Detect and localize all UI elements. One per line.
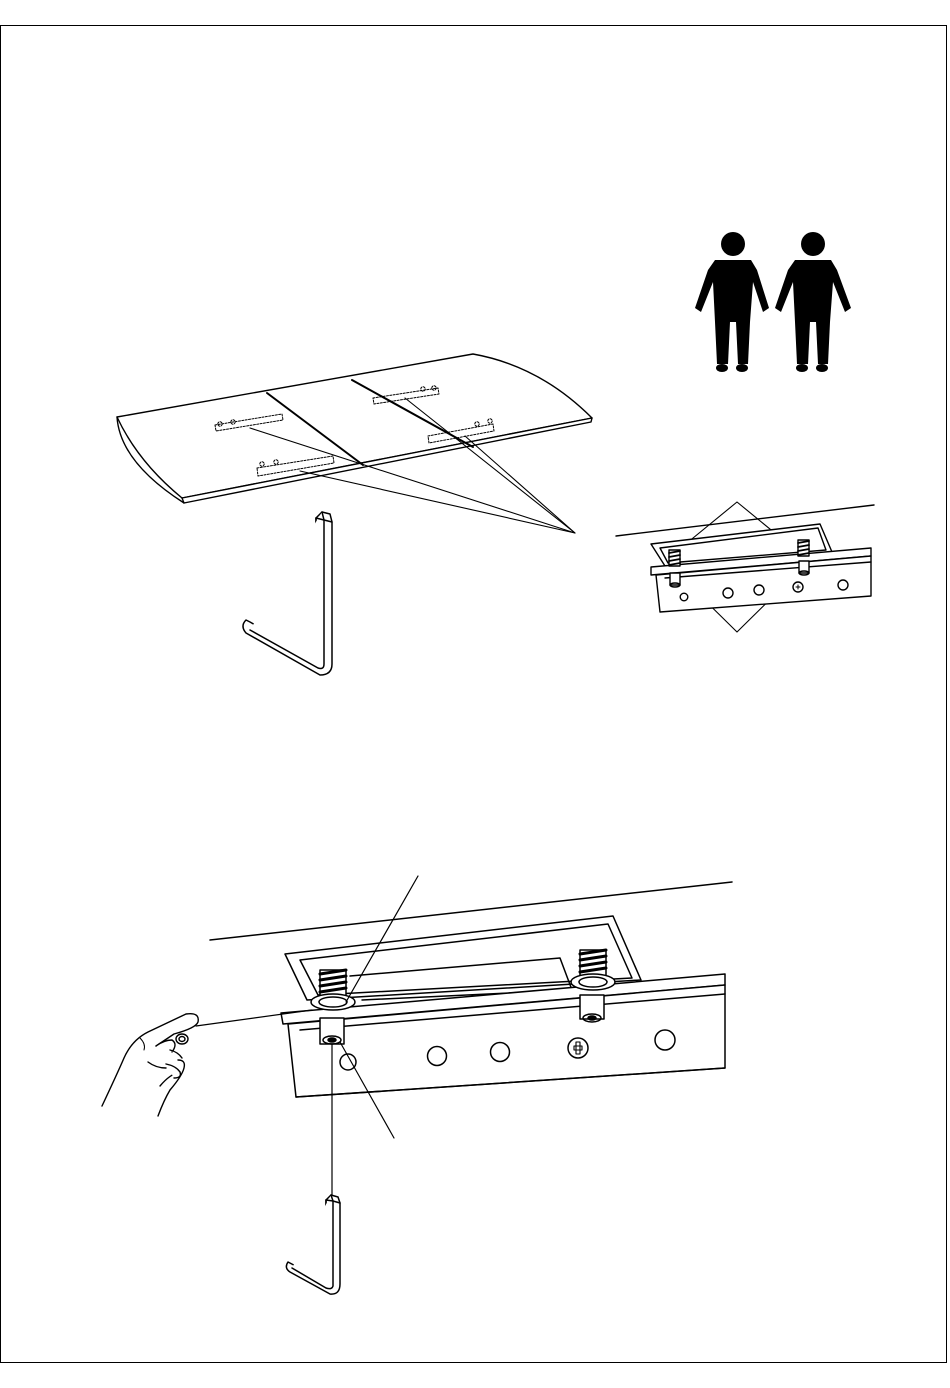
two-person-icon (695, 232, 851, 372)
allen-key-icon (286, 1195, 340, 1294)
bracket-detail-icon (616, 502, 874, 632)
bracket-closeup-icon (196, 876, 732, 1200)
person-icon-right (775, 232, 851, 372)
extension-tabletop-drawing (117, 354, 592, 533)
hand-pinch-icon (102, 1014, 198, 1116)
person-icon-left (695, 232, 769, 372)
allen-key-icon (243, 512, 332, 675)
